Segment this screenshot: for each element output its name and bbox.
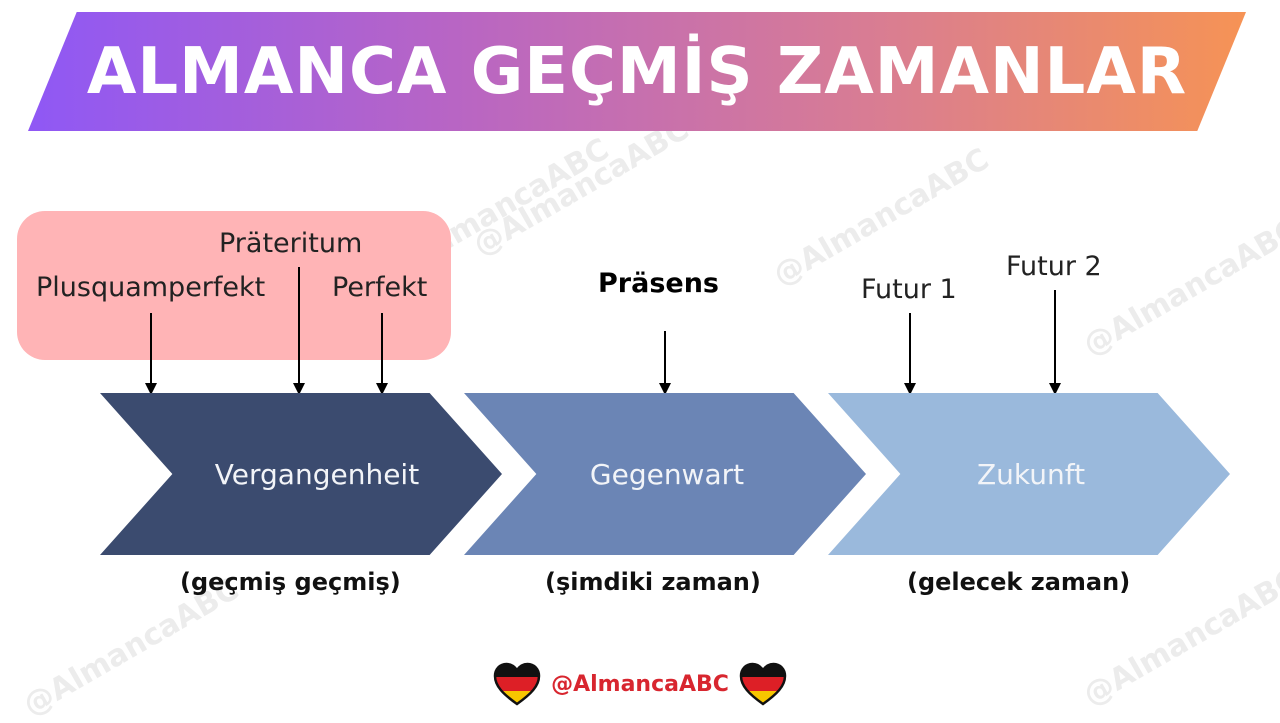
futur1-arrow [909,313,911,385]
past-tenses-box [17,211,451,360]
futur1-label: Futur 1 [861,274,957,305]
german-flag-heart-icon [493,662,541,706]
watermark: @AlmancaABC [1077,211,1280,364]
praeteritum-arrowhead [293,383,305,395]
watermark: @AlmancaABC [767,141,996,294]
watermark: @AlmancaABC [467,111,696,264]
futur2-arrowhead [1049,383,1061,395]
zukunft-label: Zukunft [976,457,1086,491]
german-flag-heart-icon [739,662,787,706]
praeteritum-label: Präteritum [219,228,363,259]
futur2-label: Futur 2 [1006,251,1102,282]
perfekt-arrow [381,313,383,385]
zukunft-caption: (gelecek zaman) [907,568,1131,596]
page-title: ALMANCA GEÇMİŞ ZAMANLAR [86,34,1188,109]
footer-handle: @AlmancaABC [0,662,1280,706]
vergangenheit-label: Vergangenheit [214,457,420,491]
futur1-arrowhead [904,383,916,395]
praesens-label: Präsens [598,268,719,299]
praesens-arrowhead [659,383,671,395]
plusquamperfekt-arrowhead [145,383,157,395]
futur2-arrow [1054,290,1056,385]
vergangenheit-caption: (geçmiş geçmiş) [180,568,401,596]
gegenwart-label: Gegenwart [589,457,745,491]
perfekt-arrowhead [376,383,388,395]
gegenwart-caption: (şimdiki zaman) [545,568,761,596]
handle-text: @AlmancaABC [551,671,729,697]
perfekt-label: Perfekt [332,272,428,303]
title-banner [28,12,1246,131]
plusquamperfekt-label: Plusquamperfekt [36,272,266,303]
plusquamperfekt-arrow [150,313,152,385]
praeteritum-arrow [298,267,300,385]
praesens-arrow [664,331,666,385]
